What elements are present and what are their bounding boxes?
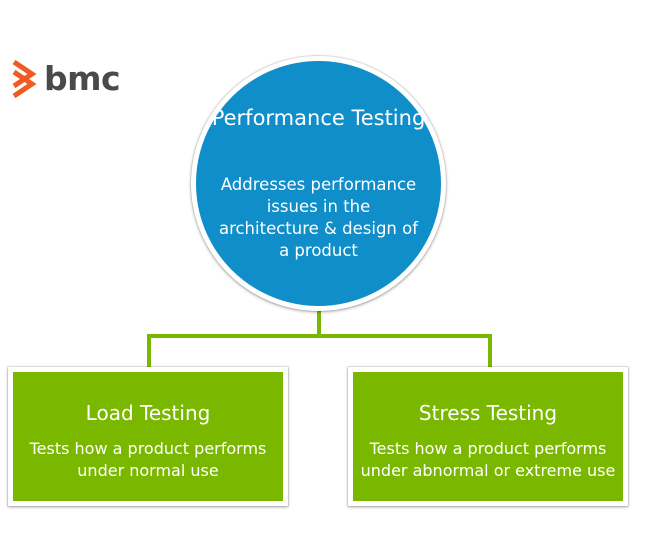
node-description: Addresses performance issues in the arch…: [218, 175, 419, 260]
node-title: Stress Testing: [418, 401, 558, 425]
node-title: Load Testing: [85, 401, 211, 425]
performance-testing-node: Performance Testing Addresses performanc…: [191, 56, 446, 311]
connector-bar: [147, 334, 492, 338]
logo-text: bmc: [44, 59, 121, 98]
stress-testing-node: Stress Testing Tests how a product perfo…: [348, 367, 628, 506]
node-description: Tests how a product performs under abnor…: [360, 439, 616, 480]
node-title: Performance Testing: [211, 106, 426, 130]
connector-right: [488, 334, 492, 367]
bmc-chevron-icon: [12, 59, 37, 99]
connector-left: [147, 334, 151, 367]
load-testing-node: Load Testing Tests how a product perform…: [8, 367, 288, 506]
connector-stem: [317, 310, 321, 338]
bmc-logo: bmc: [10, 58, 121, 100]
node-description: Tests how a product performs under norma…: [29, 439, 267, 480]
